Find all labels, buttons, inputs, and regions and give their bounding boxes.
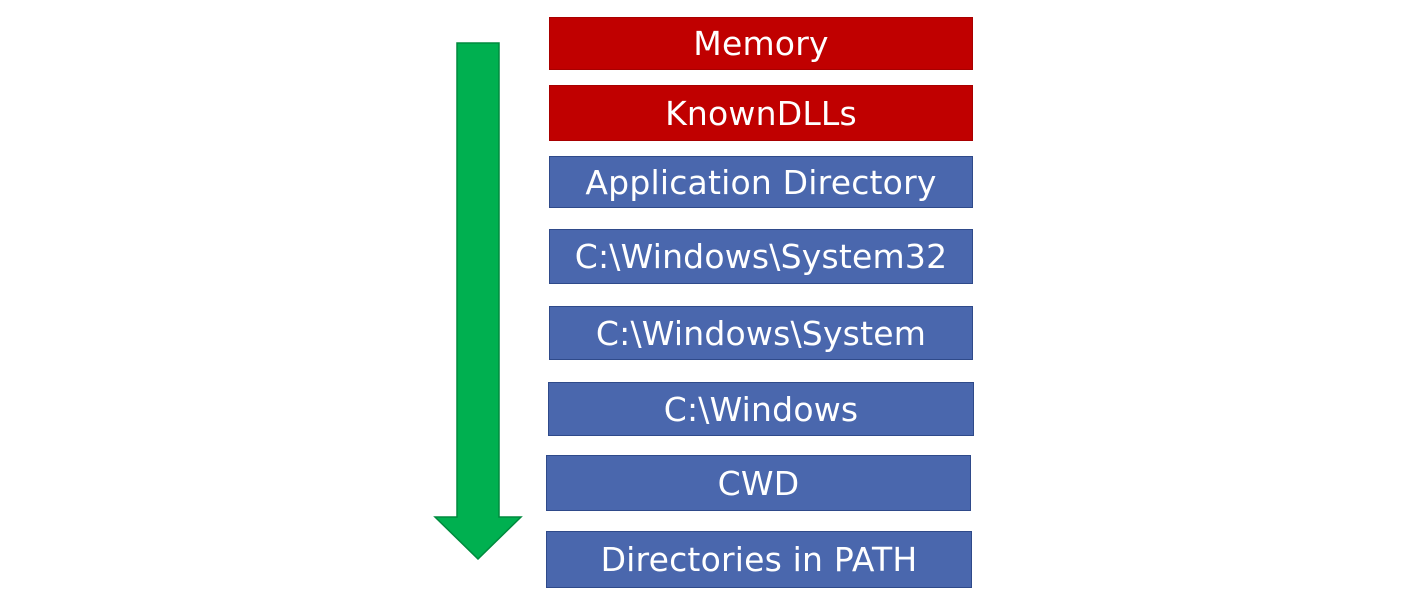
search-step-system: C:\Windows\System <box>549 306 973 360</box>
search-step-knowndlls: KnownDLLs <box>549 85 973 141</box>
search-step-memory: Memory <box>549 17 973 70</box>
down-arrow-icon <box>433 42 523 560</box>
search-step-application-directory: Application Directory <box>549 156 973 208</box>
search-step-path-directories: Directories in PATH <box>546 531 972 588</box>
search-step-system32: C:\Windows\System32 <box>549 229 973 284</box>
search-step-cwd: CWD <box>546 455 971 511</box>
search-step-windows: C:\Windows <box>548 382 974 436</box>
